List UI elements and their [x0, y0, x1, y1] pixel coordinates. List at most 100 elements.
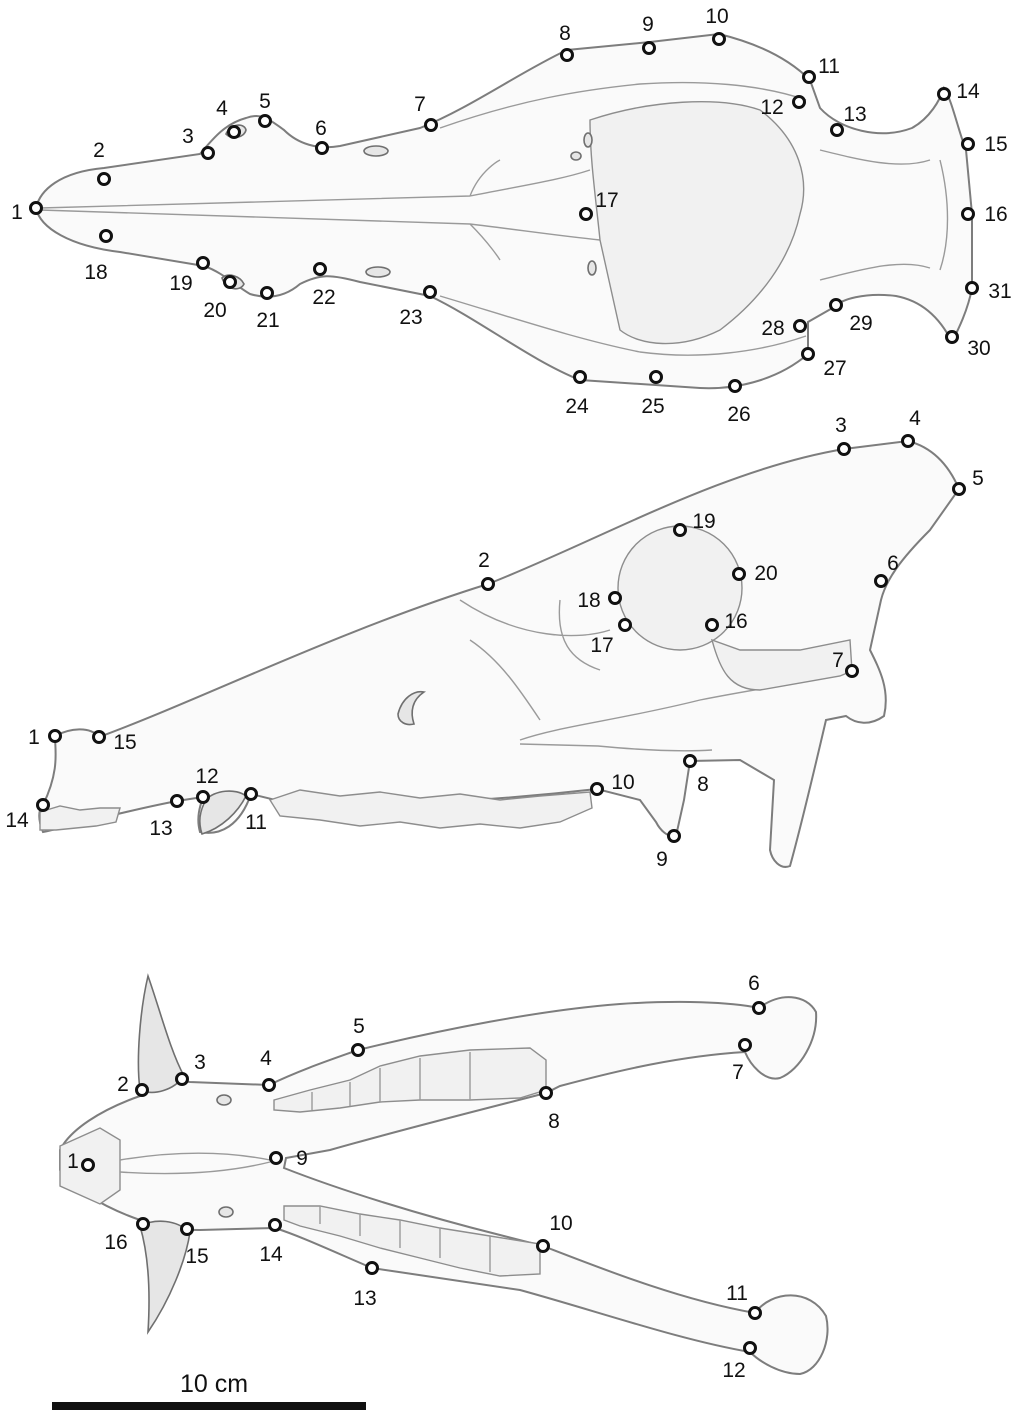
dorsal-skull-landmark-8-label: 8 [559, 22, 571, 45]
dorsal-skull-landmark-14-label: 14 [956, 80, 980, 103]
scale-bar: 10 cm [52, 1370, 366, 1410]
mandible-landmark-14-marker [270, 1220, 281, 1231]
mandible-landmark-3-label: 3 [194, 1051, 206, 1074]
mandible-landmark-12-marker [745, 1343, 756, 1354]
lateral-skull-landmark-13-marker [172, 796, 183, 807]
mandible-drawing [60, 976, 828, 1374]
dorsal-skull-landmark-11-marker [804, 72, 815, 83]
dorsal-skull-landmark-10-label: 10 [705, 5, 728, 28]
dorsal-foramen-upper [364, 146, 388, 156]
mandible-landmark-5-marker [353, 1045, 364, 1056]
mandible-landmark-13-marker [367, 1263, 378, 1274]
dorsal-skull-landmark-17-marker [581, 209, 592, 220]
lateral-skull-landmark-6-marker [876, 576, 887, 587]
lateral-skull-landmark-16-label: 16 [724, 610, 747, 633]
lateral-skull-landmark-14-label: 14 [5, 809, 29, 832]
lateral-skull-landmark-19-label: 19 [692, 510, 715, 533]
dorsal-skull-landmark-10-marker [714, 34, 725, 45]
dorsal-skull-landmark-25-marker [651, 372, 662, 383]
dorsal-skull-landmark-27-label: 27 [823, 357, 846, 380]
dorsal-skull-landmark-19-label: 19 [169, 272, 192, 295]
mandible-landmark-8-label: 8 [548, 1110, 560, 1133]
mandible-landmark-16-marker [138, 1219, 149, 1230]
lateral-skull-landmark-7-marker [847, 666, 858, 677]
dorsal-skull-landmark-13-marker [832, 125, 843, 136]
dorsal-skull-landmark-31-marker [967, 283, 978, 294]
dorsal-supraorbital-foramen-right [588, 261, 596, 275]
dorsal-skull-landmark-23-label: 23 [399, 306, 422, 329]
dorsal-skull-landmark-3-label: 3 [182, 125, 194, 148]
mandible-landmark-10-label: 10 [549, 1212, 572, 1235]
mandible-mental-foramen-upper [217, 1095, 231, 1105]
dorsal-skull-landmark-12-marker [794, 97, 805, 108]
mandible-landmark-4-marker [264, 1080, 275, 1091]
mandible-landmark-14-label: 14 [259, 1243, 283, 1266]
lateral-skull-landmark-12-marker [198, 792, 209, 803]
dorsal-skull-landmark-6-label: 6 [315, 117, 327, 140]
dorsal-skull-landmark-30-marker [947, 332, 958, 343]
lateral-skull-landmark-12-label: 12 [195, 765, 218, 788]
lateral-skull-landmark-1-marker [50, 731, 61, 742]
lateral-skull-landmark-9-marker [669, 831, 680, 842]
dorsal-foramen-lower [366, 267, 390, 277]
dorsal-skull-landmark-20-label: 20 [203, 299, 226, 322]
mandible-landmark-11-marker [750, 1308, 761, 1319]
lateral-skull-landmark-5-marker [954, 484, 965, 495]
dorsal-skull-landmark-4-marker [229, 127, 240, 138]
lateral-skull-landmark-17-marker [620, 620, 631, 631]
dorsal-skull-landmark-2-label: 2 [93, 139, 105, 162]
dorsal-skull-landmark-6-marker [317, 143, 328, 154]
lateral-skull-landmark-3-marker [839, 444, 850, 455]
dorsal-skull-landmark-8-marker [562, 50, 573, 61]
lateral-skull-landmark-19-marker [675, 525, 686, 536]
mandible-landmark-1-label: 1 [67, 1150, 79, 1173]
mandible-landmark-3-marker [177, 1074, 188, 1085]
dorsal-skull-drawing [36, 34, 972, 388]
mandible-landmark-6-marker [754, 1003, 765, 1014]
lateral-skull-landmark-16-marker [707, 620, 718, 631]
lateral-skull-landmark-18-marker [610, 593, 621, 604]
lateral-skull-landmark-15-marker [94, 732, 105, 743]
lateral-skull-landmark-6-label: 6 [887, 552, 899, 575]
mandible-landmark-10-marker [538, 1241, 549, 1252]
dorsal-skull-landmark-31-label: 31 [988, 280, 1011, 303]
mandible-landmark-2-label: 2 [117, 1073, 129, 1096]
mandible-landmark-16-label: 16 [104, 1231, 127, 1254]
lateral-skull-landmark-2-label: 2 [478, 549, 490, 572]
lateral-skull-landmark-10-marker [592, 784, 603, 795]
dorsal-skull-landmark-23-marker [425, 287, 436, 298]
dorsal-skull-landmark-4-label: 4 [216, 97, 228, 120]
dorsal-skull-landmark-16-label: 16 [984, 203, 1007, 226]
dorsal-skull-landmark-28-label: 28 [761, 317, 784, 340]
mandible-landmark-8-marker [541, 1088, 552, 1099]
mandible-landmark-6-label: 6 [748, 972, 760, 995]
dorsal-skull-landmark-21-marker [262, 288, 273, 299]
dorsal-skull-landmark-7-marker [426, 120, 437, 131]
dorsal-skull-landmark-5-marker [260, 116, 271, 127]
lateral-skull-landmark-7-label: 7 [832, 649, 844, 672]
mandible-landmark-1-marker [83, 1160, 94, 1171]
lateral-skull-landmark-9-label: 9 [656, 848, 668, 871]
dorsal-skull-landmark-20-marker [225, 277, 236, 288]
mandible-landmark-15-marker [182, 1224, 193, 1235]
lateral-skull-landmark-4-marker [903, 436, 914, 447]
lateral-skull-landmark-8-marker [685, 756, 696, 767]
dorsal-skull-landmark-22-label: 22 [312, 286, 335, 309]
mandible-landmark-15-label: 15 [185, 1245, 208, 1268]
mandible-landmark-4-label: 4 [260, 1047, 272, 1070]
dorsal-skull-landmark-27-marker [803, 349, 814, 360]
mandible-landmark-13-label: 13 [353, 1287, 376, 1310]
lateral-skull-landmark-11-label: 11 [245, 811, 267, 834]
mandible-landmark-9-marker [271, 1153, 282, 1164]
dorsal-skull-landmark-30-label: 30 [967, 337, 990, 360]
dorsal-skull-landmark-16-marker [963, 209, 974, 220]
lateral-skull-landmark-4-label: 4 [909, 407, 921, 430]
dorsal-skull-landmark-12-label: 12 [760, 96, 783, 119]
lateral-skull-landmark-10-label: 10 [611, 771, 634, 794]
lateral-incisors [40, 806, 120, 830]
dorsal-skull-landmark-5-label: 5 [259, 90, 271, 113]
dorsal-skull-landmark-26-label: 26 [727, 403, 750, 426]
lateral-skull-landmark-11-marker [246, 789, 257, 800]
dorsal-skull-landmark-29-label: 29 [849, 312, 872, 335]
